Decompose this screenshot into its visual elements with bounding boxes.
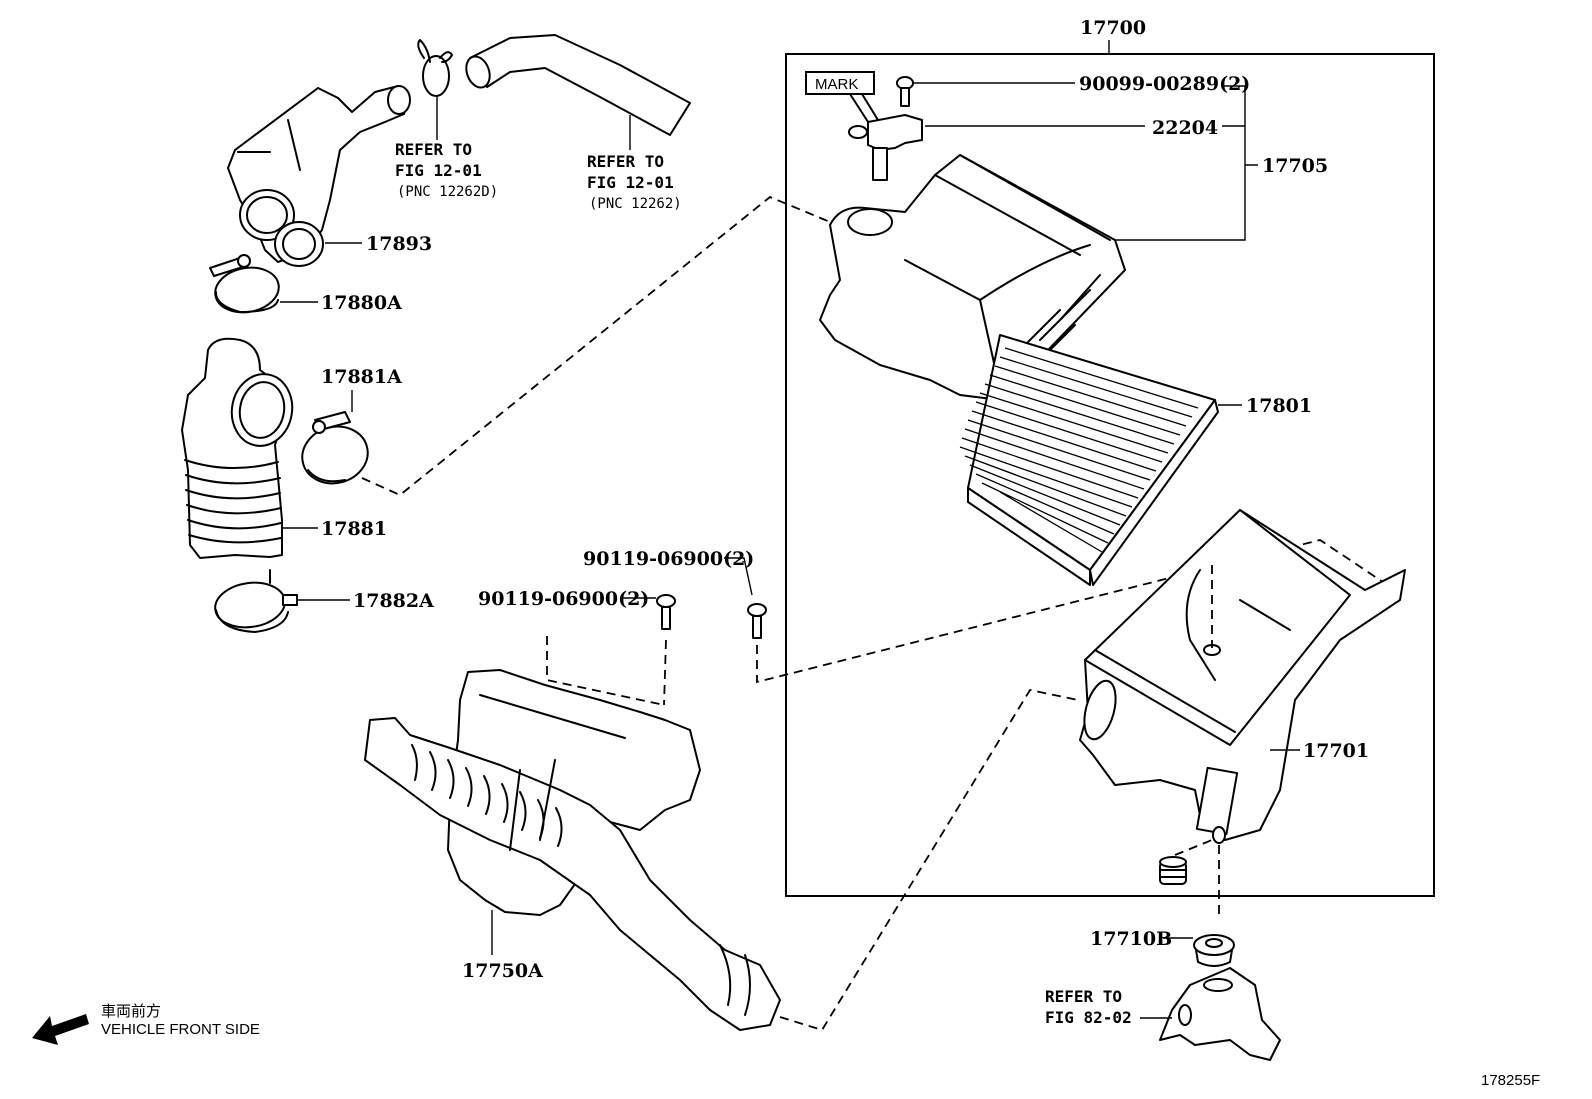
direction-label-japanese: 車両前方 <box>101 1003 161 1020</box>
reference-3-line1: REFER TO <box>1045 987 1122 1006</box>
cleaner-case-lower-17701 <box>1079 509 1406 844</box>
cleaner-cap-upper <box>819 154 1126 401</box>
vehicle-front-indicator: 車両前方 VEHICLE FRONT SIDE <box>32 1003 260 1045</box>
figure-code: 178255F <box>1481 1072 1540 1089</box>
part-label-22204[interactable]: 22204 <box>1152 117 1218 139</box>
part-label-17750a[interactable]: 17750A <box>462 960 543 982</box>
part-label-17705[interactable]: 17705 <box>1262 155 1328 177</box>
grommet <box>1159 856 1187 885</box>
reference-2-line2[interactable]: FIG 12-01 <box>587 173 674 192</box>
reference-2-line3: (PNC 12262) <box>589 196 682 212</box>
reference-1-line1: REFER TO <box>395 140 472 159</box>
reference-2-line1: REFER TO <box>587 152 664 171</box>
part-label-90119-left[interactable]: 90119-06900(2) <box>478 588 649 610</box>
filter-element-17801 <box>959 334 1219 586</box>
screw-90099 <box>896 76 914 107</box>
bolt-90119-right <box>724 557 767 639</box>
clamp-17881a <box>301 390 369 485</box>
grommet-17710b <box>1193 934 1235 967</box>
mark-callout: MARK <box>805 71 879 126</box>
part-label-17880a[interactable]: 17880A <box>321 292 402 314</box>
part-label-17893[interactable]: 17893 <box>366 233 432 255</box>
hose-17881 <box>181 337 294 559</box>
arrow-left-icon <box>32 1014 89 1045</box>
hose-ref-12262 <box>465 34 691 150</box>
direction-label-english: VEHICLE FRONT SIDE <box>101 1021 260 1038</box>
clamp-17880a <box>209 254 280 314</box>
bracket-ref-82-02 <box>1159 967 1281 1061</box>
part-label-17700[interactable]: 17700 <box>1080 17 1146 39</box>
part-label-17882a[interactable]: 17882A <box>353 590 434 612</box>
part-label-90119-right[interactable]: 90119-06900(2) <box>583 548 754 570</box>
part-label-17801[interactable]: 17801 <box>1246 395 1312 417</box>
part-label-17701[interactable]: 17701 <box>1303 740 1369 762</box>
reference-1-line3: (PNC 12262D) <box>397 184 498 200</box>
part-label-90099[interactable]: 90099-00289(2) <box>1079 73 1250 95</box>
sensor-22204 <box>848 114 923 181</box>
part-label-17710b[interactable]: 17710B <box>1090 928 1172 950</box>
resonator-17750a <box>364 669 781 1031</box>
clip-ref-12262d <box>417 39 453 140</box>
reference-3-line2[interactable]: FIG 82-02 <box>1045 1008 1132 1027</box>
assembly-17700: 17700 <box>785 17 1435 897</box>
part-label-17881a[interactable]: 17881A <box>321 366 402 388</box>
clamp-17882a <box>214 569 298 633</box>
intake-duct-17893 <box>227 85 411 267</box>
assembly-boundary <box>785 53 1435 897</box>
reference-1-line2[interactable]: FIG 12-01 <box>395 161 482 180</box>
part-label-17881[interactable]: 17881 <box>321 518 387 540</box>
bolt-90119-left <box>623 594 676 630</box>
mark-label: MARK <box>815 76 858 93</box>
